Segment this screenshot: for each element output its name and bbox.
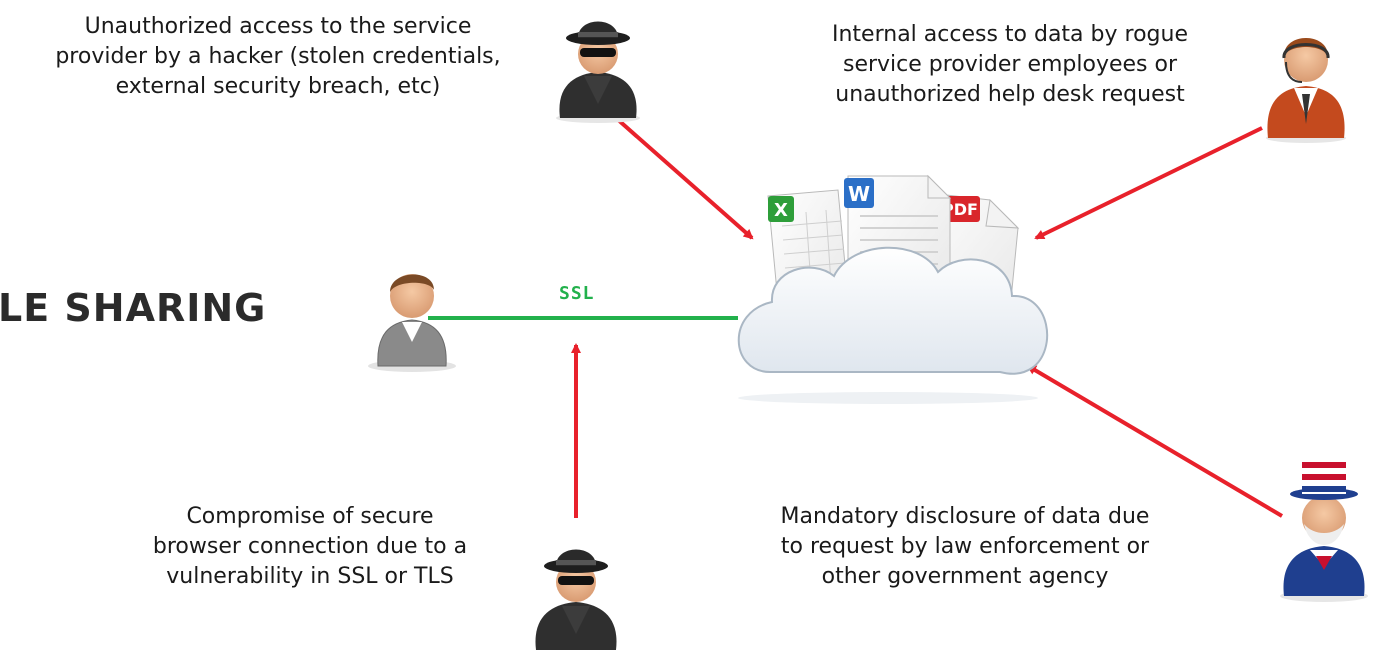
arrow-hacker-to-cloud bbox=[614, 116, 754, 240]
caption-government-disclosure: Mandatory disclosure of data due to requ… bbox=[780, 504, 1150, 589]
hacker-icon-top bbox=[556, 21, 640, 123]
help-desk-agent-icon bbox=[1266, 38, 1346, 143]
word-badge-label: W bbox=[848, 182, 870, 206]
caption-hacker-access: Unauthorized access to the service provi… bbox=[55, 14, 501, 99]
arrow-government-to-cloud bbox=[1026, 364, 1284, 518]
ssl-label: SSL bbox=[559, 283, 595, 304]
page-title-partial: LE SHARING bbox=[0, 286, 267, 330]
spreadsheet-badge-label: X bbox=[774, 200, 788, 221]
caption-insider-access: Internal access to data by rogue service… bbox=[832, 22, 1188, 107]
pdf-badge-label: PDF bbox=[942, 200, 978, 219]
user-icon bbox=[368, 274, 456, 372]
caption-ssl-compromise: Compromise of secure browser connection … bbox=[152, 504, 468, 589]
uncle-sam-icon bbox=[1280, 462, 1368, 602]
cloud-storage-icon bbox=[737, 246, 1049, 404]
arrow-insider-to-cloud bbox=[1034, 126, 1263, 240]
hacker-icon-bottom bbox=[535, 549, 617, 650]
